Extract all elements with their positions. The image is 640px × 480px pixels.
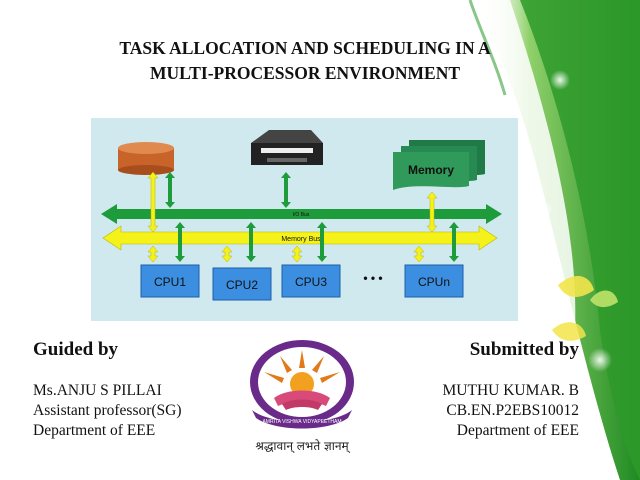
student-department: Department of EEE (456, 422, 579, 439)
guide-designation: Assistant professor(SG) (33, 402, 182, 419)
io-bus: I/O Bus (101, 204, 502, 224)
memory-bus: Memory Bus (102, 225, 498, 251)
cpu-ellipsis: • • • (363, 271, 382, 285)
top-connectors (147, 171, 438, 233)
university-logo: AMRITA VISHWA VIDYAPEETHAM श्रद्धावान् ल… (250, 340, 354, 454)
multiprocessor-diagram: Memory I/O Bus Memory Bus (91, 118, 518, 321)
student-reg-no: CB.EN.P2EBS10012 (446, 402, 579, 419)
page-title: TASK ALLOCATION AND SCHEDULING IN A MULT… (70, 36, 540, 86)
guide-name: Ms.ANJU S PILLAI (33, 382, 162, 399)
guide-details: Ms.ANJU S PILLAI Assistant professor(SG)… (33, 381, 182, 441)
cpu-label: CPUn (418, 275, 450, 289)
guided-by-heading: Guided by (33, 339, 119, 360)
cpu-box-2: CPU2 (212, 267, 272, 301)
cpu-label: CPU2 (226, 278, 258, 292)
disk-icon (118, 142, 174, 175)
student-details: MUTHU KUMAR. B CB.EN.P2EBS10012 Departme… (443, 381, 580, 441)
drive-icon (251, 130, 323, 165)
logo-motto: श्रद्धावान् लभते ज्ञानम् (255, 439, 350, 454)
guide-department: Department of EEE (33, 422, 156, 439)
cpu-label: CPU3 (295, 275, 327, 289)
student-name: MUTHU KUMAR. B (442, 382, 580, 399)
memory-label: Memory (408, 163, 454, 177)
logo-ring-text: AMRITA VISHWA VIDYAPEETHAM (262, 419, 341, 425)
cpu-box-n: CPUn (404, 264, 464, 298)
svg-text:AMRITA VISHWA VIDYAPEETHAM: AMRITA VISHWA VIDYAPEETHAM (262, 419, 341, 425)
memory-bus-label: Memory Bus (281, 236, 321, 243)
title-line-2: MULTI-PROCESSOR ENVIRONMENT (149, 63, 461, 83)
submitted-by-heading: Submitted by (469, 339, 579, 360)
cpu-connectors (147, 222, 459, 263)
cpu-box-3: CPU3 (281, 264, 341, 298)
cpu-box-1: CPU1 (140, 264, 200, 298)
title-line-1: TASK ALLOCATION AND SCHEDULING IN A (119, 38, 491, 58)
cpu-label: CPU1 (154, 275, 186, 289)
io-bus-label: I/O Bus (293, 212, 310, 218)
memory-icon: Memory (393, 140, 485, 190)
